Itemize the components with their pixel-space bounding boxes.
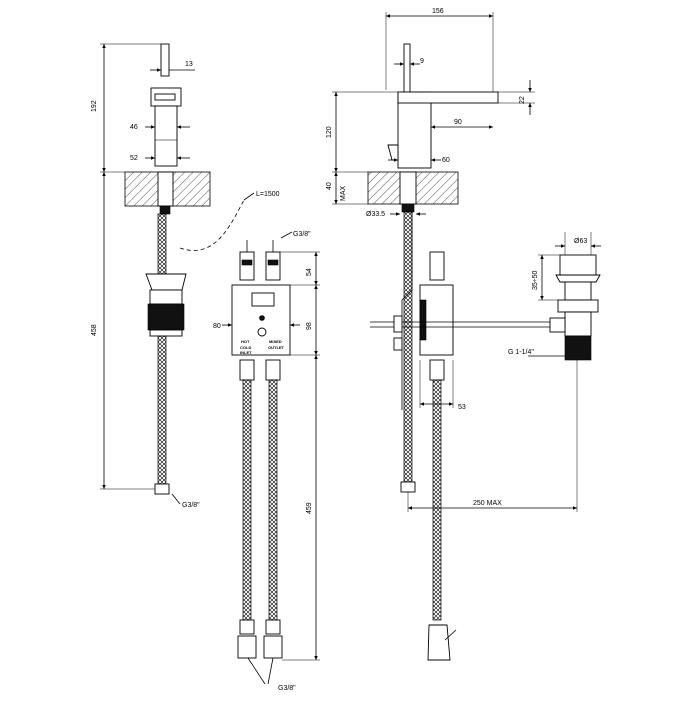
label-outlet: OUTLET [268, 345, 285, 350]
mixer-body [154, 105, 178, 167]
supply-hose-upper [157, 213, 167, 275]
control-box-view: HOT COLD INLET MIXED OUTLET G3/8" 54 98 … [213, 231, 320, 692]
braided-hose-left [242, 379, 252, 621]
front-hose [403, 211, 413, 483]
label-inlet: INLET [240, 350, 252, 355]
front-view: 156 9 22 120 90 60 40 MAX Ø33.5 53 250 M… [326, 8, 578, 661]
supply-hose-lower [157, 335, 167, 485]
spout-tube [160, 43, 170, 77]
front-lever [387, 144, 399, 161]
dim-base: 60 [442, 157, 450, 164]
hose-connector-right [265, 359, 281, 381]
dim-hose-length: 458 [91, 324, 98, 336]
dim-deck-max-label: MAX [340, 186, 347, 202]
waste-thread-label: G 1-1/4" [508, 349, 534, 356]
waste-view: Ø63 35÷50 G 1-1/4" [508, 232, 601, 361]
box-screw [259, 315, 265, 321]
cable-l1500 [179, 199, 245, 251]
hose-thread-label: G3/8" [182, 502, 200, 509]
dim-rod: 250 MAX [473, 500, 502, 507]
dim-waste-height: 35÷50 [532, 270, 539, 290]
hose-end-right [263, 635, 283, 659]
box-window [251, 292, 275, 307]
dim-body-width: 46 [130, 124, 138, 131]
label-hot: HOT [241, 339, 250, 344]
handle-slot [154, 93, 176, 101]
dim-body-height: 120 [326, 126, 333, 138]
dim-waste-diameter: Ø63 [574, 238, 587, 245]
dim-spout-width: 13 [185, 61, 193, 68]
waste-flange [145, 273, 187, 291]
braided-hose-right [268, 379, 278, 621]
inlet-thread-top-label: G3/8" [293, 231, 311, 238]
dim-body-depth: 90 [454, 119, 462, 126]
dim-box-height: 98 [306, 322, 313, 330]
dim-base-width: 52 [130, 155, 138, 162]
box-indicator [257, 327, 267, 337]
dim-hole-diameter: Ø33.5 [366, 211, 385, 218]
dim-hose-length-box: 459 [306, 502, 313, 514]
inlet-valve-hot [239, 251, 255, 281]
waste-thread-section [564, 335, 592, 361]
hose-connector-left [239, 359, 255, 381]
waste-cap [559, 254, 597, 276]
inlet-thread-bottom-label: G3/8" [278, 685, 296, 692]
hose-length-label: L=1500 [256, 191, 280, 198]
label-cold: COLD [240, 345, 251, 350]
side-view: 192 13 46 52 458 G3/8" [91, 43, 211, 509]
dim-reach: 156 [432, 8, 444, 15]
front-spout [403, 43, 411, 93]
dim-box-width: 80 [213, 323, 221, 330]
dim-pop-up: 53 [458, 404, 466, 411]
waste-thread [147, 303, 185, 331]
dim-inlet: 54 [306, 268, 313, 276]
front-box-hose [432, 379, 442, 621]
dim-spout-height: 22 [519, 96, 526, 104]
label-mixed: MIXED [269, 339, 282, 344]
front-inlet-valve [429, 251, 445, 281]
dim-total-height: 192 [91, 100, 98, 112]
hose-nut [154, 483, 170, 495]
hose-end-left [237, 635, 257, 659]
dim-spout-diameter: 9 [420, 58, 424, 65]
dim-deck-max: 40 [326, 182, 333, 190]
front-spout-arm [397, 91, 499, 104]
inlet-valve-cold [265, 251, 281, 281]
